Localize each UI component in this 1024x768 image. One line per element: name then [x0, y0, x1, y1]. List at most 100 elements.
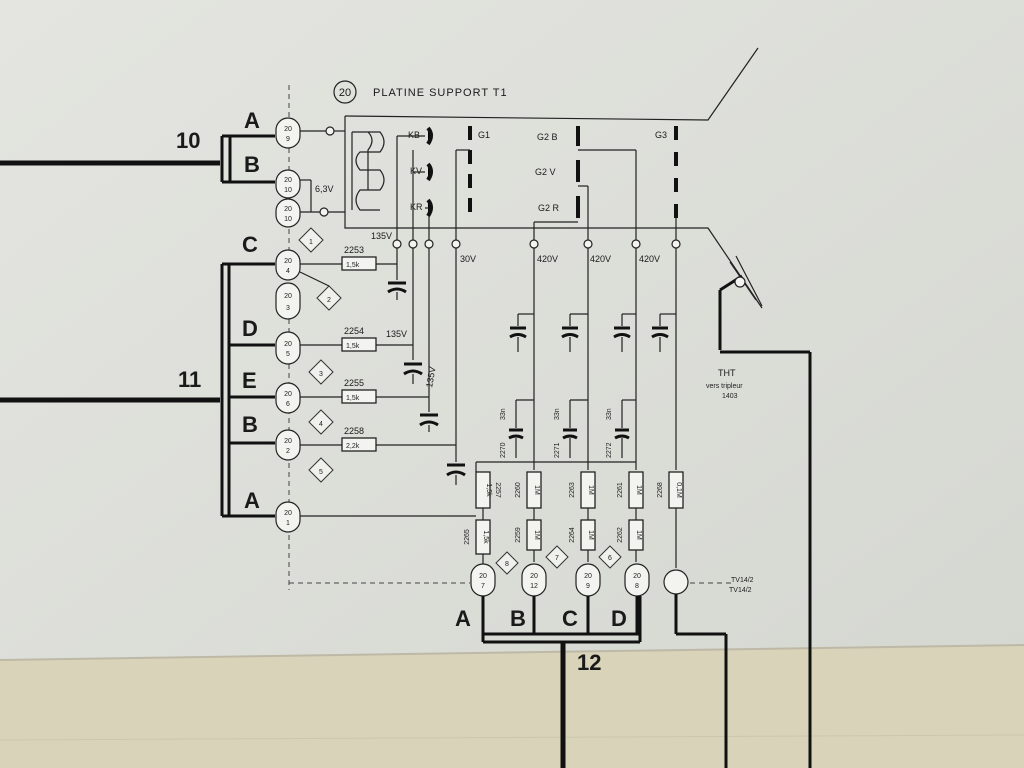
svg-text:9: 9 [286, 136, 290, 143]
letter-bottom-a: A [455, 606, 471, 631]
tht-line2: vers tripleur [706, 383, 743, 390]
bus-10-label: 10 [176, 128, 200, 153]
svg-text:2264: 2264 [569, 527, 576, 543]
svg-text:0,1M: 0,1M [675, 482, 682, 498]
paper-fold-bottom [0, 645, 1024, 768]
diamond-1: 1 [298, 227, 324, 253]
left-connector-7: 20 6 [275, 382, 301, 414]
cap-2270: 33n 2270 [500, 399, 534, 458]
cap-block-1 [509, 313, 534, 352]
cap-block-2 [561, 313, 588, 352]
bottom-connector-4: 20 8 [624, 563, 650, 597]
letter-bottom-d: D [611, 606, 627, 631]
svg-text:20: 20 [284, 510, 292, 517]
letter-d: D [242, 316, 258, 341]
svg-text:2254: 2254 [344, 326, 364, 336]
paper-crease [0, 734, 1024, 741]
svg-text:20: 20 [584, 573, 592, 580]
svg-text:20: 20 [530, 573, 538, 580]
svg-text:2259: 2259 [515, 527, 522, 543]
label-kb: KB [408, 130, 420, 140]
svg-text:2268: 2268 [657, 482, 664, 498]
left-connector-6: 20 5 [275, 331, 301, 365]
left-connector-8: 20 2 [275, 429, 301, 461]
svg-text:2255: 2255 [344, 378, 364, 388]
svg-text:20: 20 [284, 206, 292, 213]
svg-text:2262: 2262 [617, 527, 624, 543]
tht-terminal [663, 569, 689, 595]
letter-e: E [242, 368, 257, 393]
left-connector-5: 20 3 [275, 282, 301, 320]
svg-text:10: 10 [284, 187, 292, 194]
svg-text:1,5k: 1,5k [482, 530, 489, 544]
svg-text:1M: 1M [635, 485, 642, 495]
svg-text:1,5k: 1,5k [346, 343, 360, 350]
svg-text:2270: 2270 [500, 442, 507, 458]
label-kr: KR [410, 202, 423, 212]
svg-text:12: 12 [530, 583, 538, 590]
bus-12-label: 12 [577, 650, 601, 675]
header-circle [333, 80, 357, 104]
voltage-135-c: 135V [424, 366, 438, 388]
label-g2v: G2 V [535, 167, 556, 177]
svg-text:2271: 2271 [554, 442, 561, 458]
voltage-30: 30V [460, 254, 476, 264]
svg-text:2: 2 [286, 448, 290, 455]
voltage-135-b: 135V [386, 329, 407, 339]
svg-text:20: 20 [284, 391, 292, 398]
bottom-connector-3: 20 9 [575, 563, 601, 597]
svg-text:7: 7 [481, 583, 485, 590]
svg-text:8: 8 [505, 561, 509, 568]
voltage-135-a: 135V [371, 231, 392, 241]
tv-note-2: TV14/2 [729, 587, 752, 594]
diamond-5: 5 [308, 457, 334, 483]
diamond-8: 8 [495, 551, 519, 575]
voltage-420-a: 420V [537, 254, 558, 264]
tube-outline-upper [344, 47, 759, 121]
cap-block-3 [613, 313, 636, 352]
svg-text:2: 2 [327, 297, 331, 304]
label-g1: G1 [478, 130, 490, 140]
svg-text:5: 5 [319, 469, 323, 476]
tht-line1: THT [718, 368, 736, 378]
svg-text:33n: 33n [500, 408, 507, 420]
voltage-6v3: 6,3V [315, 184, 334, 194]
svg-text:20: 20 [284, 438, 292, 445]
label-g3: G3 [655, 130, 667, 140]
label-kv: KV [410, 166, 422, 176]
diamond-4: 4 [308, 409, 334, 435]
bus-11-label: 11 [178, 367, 201, 392]
letter-bottom-b: B [510, 606, 526, 631]
header-circle-ref: 20 [339, 87, 351, 99]
label-g2r: G2 R [538, 203, 560, 213]
header-title: PLATINE SUPPORT T1 [373, 87, 508, 99]
svg-text:1: 1 [286, 520, 290, 527]
svg-text:33n: 33n [606, 408, 613, 420]
svg-text:4: 4 [286, 268, 290, 275]
svg-text:6: 6 [608, 555, 612, 562]
svg-text:2260: 2260 [515, 482, 522, 498]
svg-text:1M: 1M [533, 485, 540, 495]
paper-fold-line [0, 644, 1024, 661]
tv-note-1: TV14/2 [731, 577, 754, 584]
svg-text:9: 9 [586, 583, 590, 590]
voltage-420-b: 420V [590, 254, 611, 264]
heater-coils [351, 131, 385, 211]
svg-text:2257: 2257 [494, 482, 501, 498]
svg-text:7: 7 [555, 555, 559, 562]
diamond-3: 3 [308, 359, 334, 385]
svg-text:20: 20 [284, 341, 292, 348]
svg-text:2253: 2253 [344, 245, 364, 255]
bottom-connector-2: 20 12 [521, 563, 547, 597]
svg-text:20: 20 [284, 258, 292, 265]
bottom-connector-1: 20 7 [470, 563, 496, 597]
svg-text:20: 20 [284, 177, 292, 184]
svg-text:1M: 1M [533, 530, 540, 540]
letter-a-bottom: A [244, 488, 260, 513]
tube-outline-lower [344, 116, 763, 309]
cap-2271: 33n 2271 [554, 399, 588, 458]
diamond-2: 2 [316, 285, 342, 311]
svg-text:20: 20 [633, 573, 641, 580]
